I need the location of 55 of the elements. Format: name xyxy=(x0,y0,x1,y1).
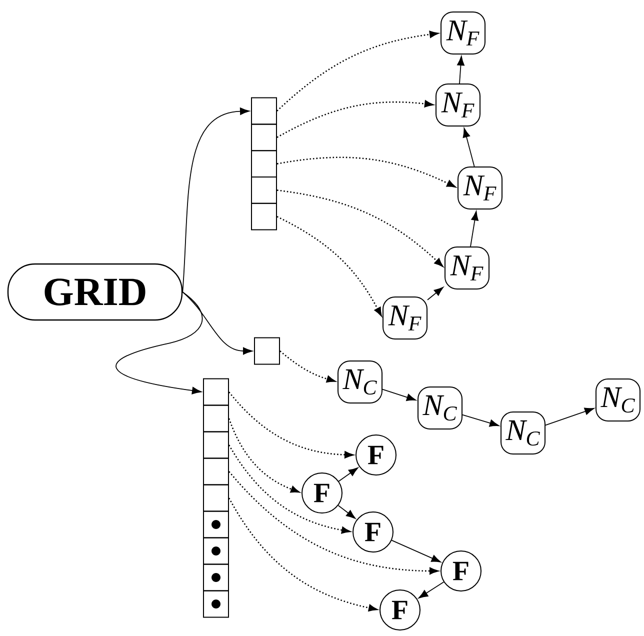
arrow xyxy=(427,286,444,300)
arrow xyxy=(545,408,594,426)
array-cell xyxy=(203,564,229,592)
dotted-arrow xyxy=(276,190,444,267)
array-cell xyxy=(203,590,229,618)
arrow xyxy=(462,414,500,427)
arrow xyxy=(338,467,358,482)
array-cell xyxy=(203,431,229,459)
rounded-box: N$_{F}$ xyxy=(444,246,490,290)
array-cell xyxy=(203,378,229,406)
circle-node: F xyxy=(356,434,396,476)
array-cell xyxy=(251,97,277,125)
rounded-box: N$_{C}$ xyxy=(596,378,640,422)
arrow xyxy=(462,128,475,167)
array-cell xyxy=(251,150,277,178)
arrow xyxy=(391,540,441,562)
arrow xyxy=(182,292,253,355)
array-cell xyxy=(203,537,229,565)
dotted-arrow xyxy=(276,156,456,188)
arrow xyxy=(457,56,464,84)
arrow xyxy=(182,108,250,292)
arrow xyxy=(116,292,203,394)
rounded-box: N$_{C}$ xyxy=(500,412,546,454)
rounded-box: N$_{F}$ xyxy=(436,84,480,126)
rounded-box: N$_{F}$ xyxy=(440,12,486,54)
arrow xyxy=(470,210,478,247)
dotted-arrow xyxy=(228,418,300,493)
dotted-arrow xyxy=(228,498,378,612)
dotted-arrow xyxy=(276,100,434,138)
arrow xyxy=(382,388,416,401)
array-cell xyxy=(251,124,277,152)
rounded-box: N$_{C}$ xyxy=(338,360,382,404)
rounded-box: GRID xyxy=(7,263,183,321)
array-cell xyxy=(251,176,277,204)
circle-node: F xyxy=(352,512,394,552)
array-cell xyxy=(203,458,229,486)
dotted-arrow xyxy=(276,216,382,316)
array-cell xyxy=(251,202,277,230)
rounded-box: N$_{F}$ xyxy=(458,166,502,210)
arrow xyxy=(338,505,356,519)
array-cell xyxy=(203,510,229,538)
dotted-arrow xyxy=(228,444,350,534)
circle-node: F xyxy=(302,472,342,514)
dotted-arrow xyxy=(228,392,354,458)
dotted-arrow xyxy=(228,471,438,574)
arrow xyxy=(418,582,444,598)
circle-node: F xyxy=(380,590,420,630)
dotted-arrow xyxy=(276,30,438,112)
dotted-arrow xyxy=(280,350,336,383)
array-cell xyxy=(203,404,229,432)
array-cell xyxy=(203,484,229,512)
array-cell xyxy=(254,337,280,365)
circle-node: F xyxy=(440,550,482,592)
rounded-box: N$_{F}$ xyxy=(382,296,428,340)
rounded-box: N$_{C}$ xyxy=(418,386,462,430)
